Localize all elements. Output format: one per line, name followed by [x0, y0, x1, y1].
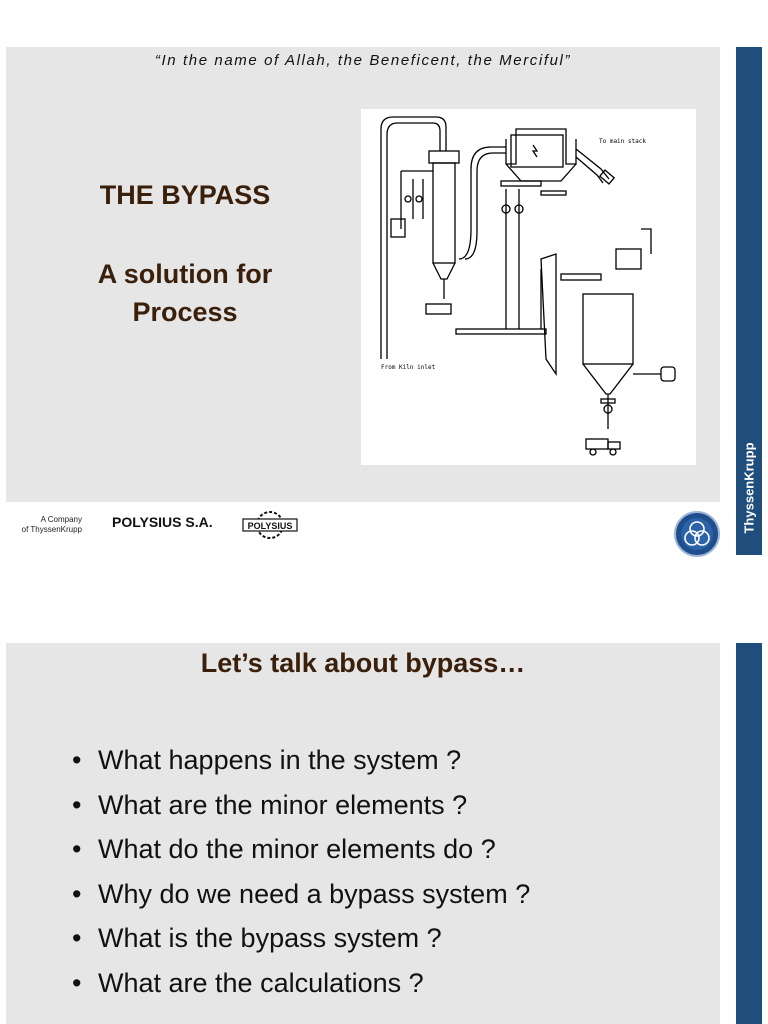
polysius-logo-icon: POLYSIUS: [242, 511, 298, 539]
list-item: Why do we need a bypass system ?: [72, 872, 530, 917]
company-note-line-1: A Company: [40, 515, 82, 524]
bullet-list: What happens in the system ? What are th…: [72, 738, 530, 1005]
slide1-subtitle: A solution for Process: [60, 255, 310, 331]
thyssenkrupp-logo-icon: [674, 511, 720, 557]
subtitle-line-1: A solution for: [97, 259, 273, 289]
slide1-title: THE BYPASS: [99, 180, 271, 210]
list-item: What happens in the system ?: [72, 738, 530, 783]
list-item: What do the minor elements do ?: [72, 827, 530, 872]
slide1-quote: “In the name of Allah, the Beneficent, t…: [154, 52, 572, 69]
company-note: A Company of ThyssenKrupp: [18, 515, 82, 535]
diagram-svg: To main stack From Kiln inlet: [380, 116, 676, 456]
thyssenkrupp-vertical-label: ThyssenKrupp: [736, 420, 762, 555]
list-item: What is the bypass system ?: [72, 916, 530, 961]
side-bar-1: [736, 47, 762, 555]
polysius-name: POLYSIUS S.A.: [112, 514, 213, 530]
slide2-title: Let’s talk about bypass…: [200, 648, 526, 678]
label-from-kiln-inlet: From Kiln inlet: [381, 364, 436, 371]
brand-vertical-text: ThyssenKrupp: [741, 441, 757, 534]
company-note-line-2: of ThyssenKrupp: [21, 525, 82, 534]
list-item: What are the calculations ?: [72, 961, 530, 1006]
list-item: What are the minor elements ?: [72, 783, 530, 828]
label-to-main-stack: To main stack: [599, 138, 646, 145]
subtitle-line-2: Process: [132, 297, 238, 327]
side-bar-2: [736, 643, 762, 1024]
bypass-process-diagram: To main stack From Kiln inlet: [361, 109, 696, 465]
polysius-logo-text: POLYSIUS: [248, 521, 293, 531]
